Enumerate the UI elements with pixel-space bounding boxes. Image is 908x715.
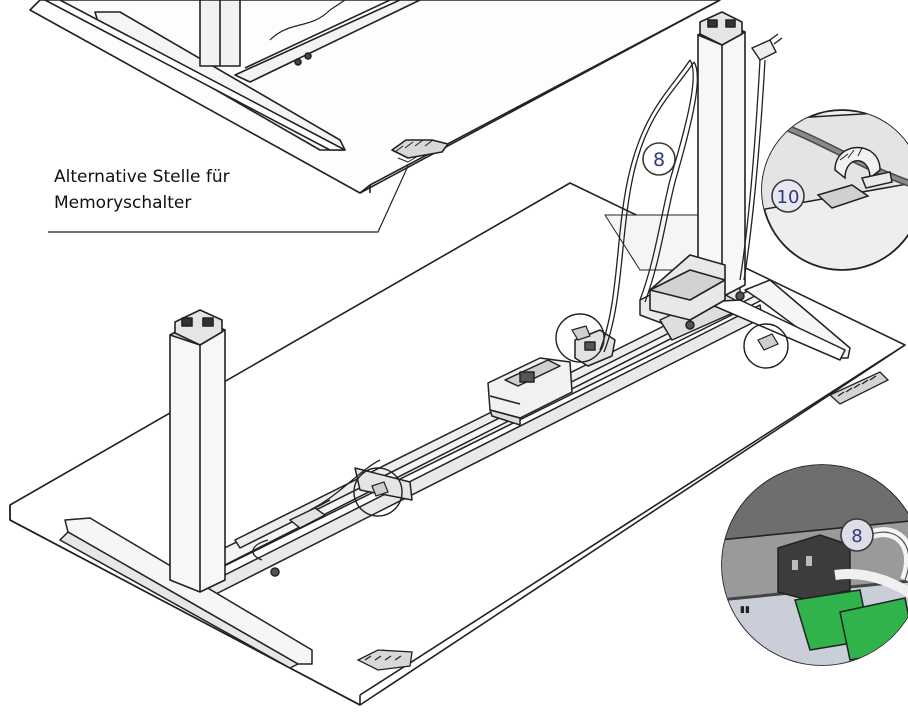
detail-marker-circle bbox=[353, 467, 403, 517]
callout-leader-line bbox=[48, 165, 409, 233]
plug-icon bbox=[750, 33, 783, 61]
left-leg-foot bbox=[59, 517, 313, 669]
svg-text:10: 10 bbox=[777, 187, 800, 208]
svg-text:▮▮: ▮▮ bbox=[740, 605, 750, 615]
cable-label-8: 8 bbox=[642, 142, 676, 176]
cable-clip-detail: 10 bbox=[761, 109, 908, 271]
plug-socket-detail: ▮▮ 8 bbox=[721, 464, 908, 666]
memory-switch-alt-lower-icon bbox=[356, 649, 413, 671]
control-box bbox=[487, 329, 616, 426]
svg-text:8: 8 bbox=[851, 526, 862, 547]
detail-marker-circle bbox=[555, 313, 605, 363]
right-column bbox=[649, 11, 746, 321]
callout-line-1: Alternative Stelle für bbox=[54, 167, 230, 187]
right-leg-foot bbox=[704, 279, 851, 361]
memory-switch-icon bbox=[828, 371, 890, 405]
callout-line-2: Memoryschalter bbox=[54, 193, 192, 213]
detail-marker-circle bbox=[743, 323, 789, 369]
cable-clip-icon bbox=[371, 325, 779, 497]
memory-switch-callout: Alternative Stelle für Memoryschalter bbox=[54, 164, 230, 216]
hand-switch-icon bbox=[288, 499, 331, 529]
memory-switch-alt-icon bbox=[391, 139, 449, 163]
power-cable bbox=[252, 59, 766, 561]
left-column bbox=[169, 309, 226, 593]
svg-text:8: 8 bbox=[653, 149, 665, 171]
upper-desk-top bbox=[29, 0, 721, 194]
